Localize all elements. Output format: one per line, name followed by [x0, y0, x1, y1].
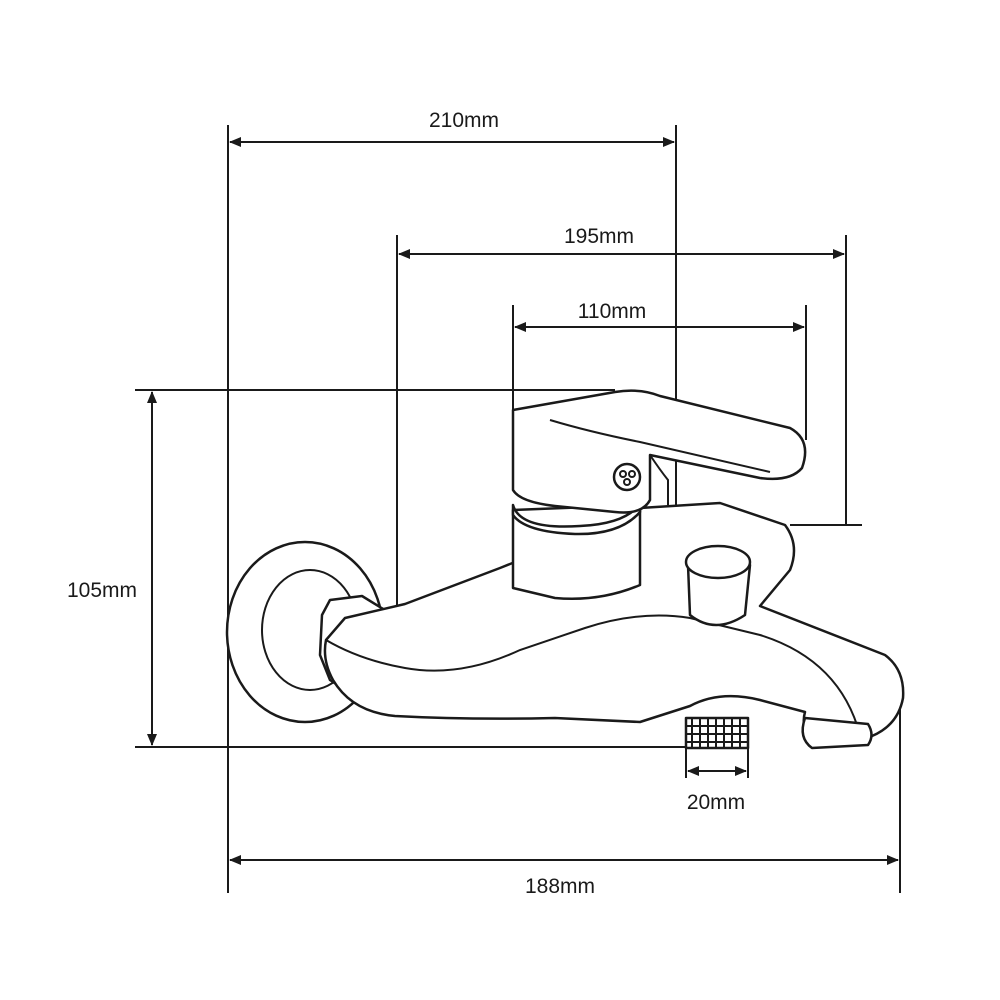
- label-105mm: 105mm: [67, 579, 137, 602]
- label-195mm: 195mm: [564, 225, 634, 248]
- label-210mm: 210mm: [429, 109, 499, 132]
- label-188mm: 188mm: [525, 875, 595, 898]
- outlet-thread: [684, 716, 750, 750]
- dimension-labels: 210mm 195mm 110mm 105mm 20mm 188mm: [67, 109, 745, 898]
- label-110mm: 110mm: [578, 300, 646, 323]
- cartridge-body: [511, 502, 642, 601]
- faucet-body: [323, 501, 905, 750]
- dimension-lines: [147, 137, 899, 865]
- diverter-knob: [684, 544, 752, 627]
- faucet-outline: [225, 389, 905, 750]
- label-20mm: 20mm: [687, 791, 745, 814]
- extension-lines: [135, 125, 901, 893]
- lever-handle: [511, 389, 807, 514]
